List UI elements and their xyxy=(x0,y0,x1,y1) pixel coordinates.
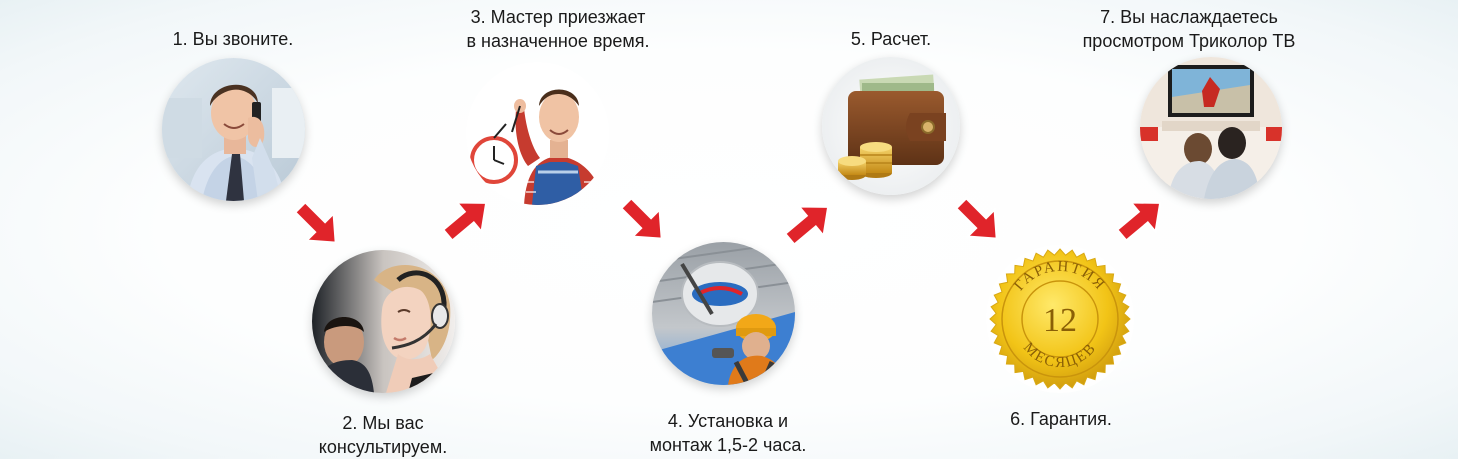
step-2-label: 2. Мы вас консультируем. xyxy=(318,413,448,457)
arrow-down-right-1-icon xyxy=(287,194,349,256)
technician-with-clock-photo xyxy=(466,62,609,205)
satellite-dish-installer-photo xyxy=(652,242,795,385)
seal-number: 12 xyxy=(1043,302,1077,339)
step-6-label: 6. Гарантия. xyxy=(1010,409,1112,429)
arrow-down-right-2-icon xyxy=(613,190,675,252)
step-7-label: 7. Вы наслаждаетесь просмотром Триколор … xyxy=(1082,7,1296,51)
couple-watching-tv-photo xyxy=(1140,57,1282,199)
arrow-down-right-3-icon xyxy=(948,190,1010,252)
call-center-operator-photo xyxy=(312,250,455,393)
arrow-up-right-1-icon xyxy=(436,188,498,250)
arrow-up-right-2-icon xyxy=(778,192,840,254)
step-3-label: 3. Мастер приезжает в назначенное время. xyxy=(466,7,650,51)
step-4-label: 4. Установка и монтаж 1,5-2 часа. xyxy=(649,411,807,455)
arrow-up-right-3-icon xyxy=(1110,188,1172,250)
guarantee-seal-icon: ГАРАНТИЯ МЕСЯЦЕВ 12 xyxy=(986,245,1134,393)
step-5-label: 5. Расчет. xyxy=(850,29,932,49)
man-on-phone-photo xyxy=(162,58,305,201)
step-1-label: 1. Вы звоните. xyxy=(172,29,294,49)
wallet-with-coins-photo xyxy=(822,57,960,195)
